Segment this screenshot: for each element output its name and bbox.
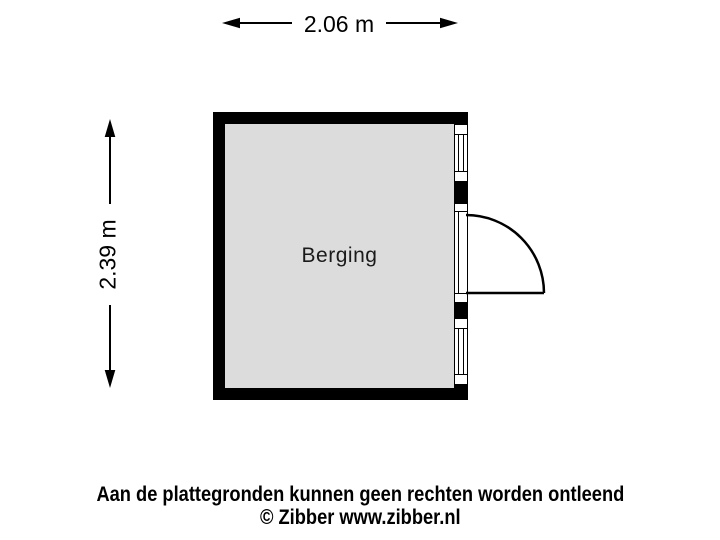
wall-segment-right-lower [454, 303, 468, 318]
copyright-text: © Zibber www.zibber.nl [259, 506, 461, 529]
room-berging: Berging [225, 124, 454, 388]
wall-bottom [213, 388, 468, 400]
window-glass [455, 329, 467, 374]
height-dimension-label: 2.39 m [93, 204, 124, 305]
wall-corner-bottom-right [454, 385, 468, 400]
window-cap [455, 125, 467, 135]
width-dimension-label: 2.06 m [292, 8, 386, 40]
door-jamb-bottom [454, 293, 468, 303]
wall-segment-right-upper [454, 182, 468, 203]
disclaimer-text: Aan de plattegronden kunnen geen rechten… [96, 483, 624, 506]
door-opening [454, 212, 468, 293]
wall-top [213, 112, 468, 124]
window-glass [455, 135, 467, 171]
door-swing-icon [465, 213, 546, 295]
window-icon [454, 124, 468, 182]
door-threshold-line [458, 212, 459, 293]
window-cap [455, 319, 467, 329]
window-cap [455, 374, 467, 384]
room-label: Berging [301, 244, 378, 267]
window-icon [454, 318, 468, 385]
footer: Aan de plattegronden kunnen geen rechten… [0, 483, 720, 529]
wall-left [213, 112, 225, 400]
window-cap [455, 171, 467, 181]
door-jamb-top [454, 203, 468, 212]
width-dimension-value: 2.06 m [303, 10, 375, 37]
height-dimension-value: 2.39 m [95, 219, 122, 290]
